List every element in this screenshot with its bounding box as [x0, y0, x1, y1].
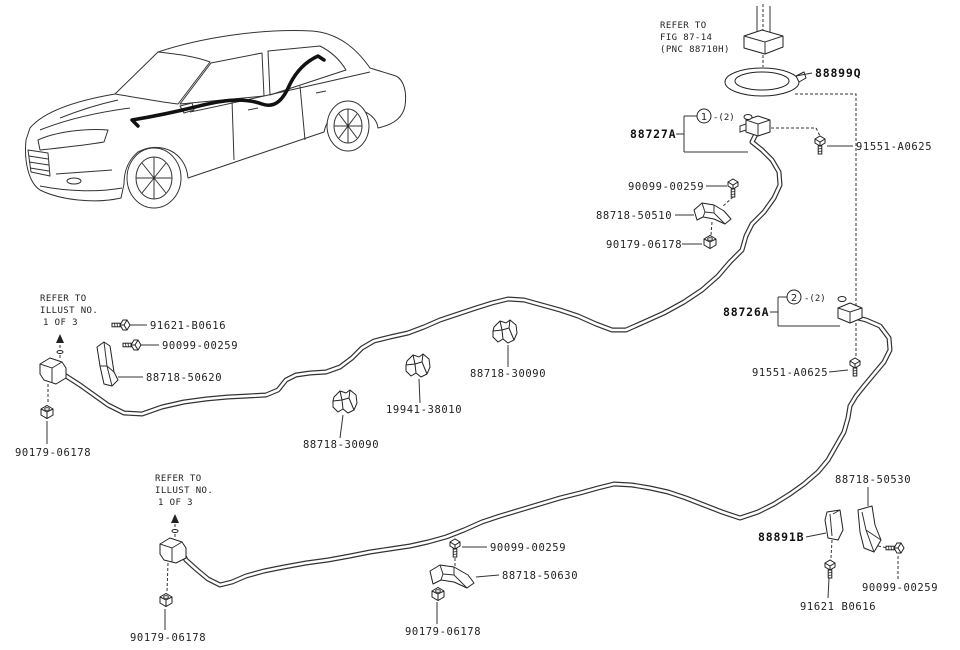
fog-light — [66, 177, 82, 185]
part-label-upper-bolt[interactable]: 90099-00259 — [628, 181, 704, 193]
upper-pipe — [63, 131, 783, 417]
headlight — [37, 129, 109, 151]
dashed-guide-ring-to-bolt — [795, 93, 857, 358]
group-marker-1-qty: -(2) — [713, 113, 735, 123]
upper-clamp-fitting — [739, 115, 771, 137]
vehicle-rear-side-window — [267, 45, 347, 96]
nut-90179-06178-bottom-left-icon — [159, 593, 173, 607]
pipe-end-fitting-left — [39, 357, 67, 385]
reference-note-line: ILLUST NO. — [40, 306, 98, 316]
front-bumper-lines — [39, 169, 123, 192]
clip-19941-38010-icon — [405, 353, 431, 378]
clamp-88718-50620 — [96, 341, 119, 387]
arrow-up-icon — [56, 334, 64, 358]
part-label-middle-clamp-assy[interactable]: 88726A — [723, 305, 769, 319]
rear-wheel — [326, 100, 370, 152]
wire-harness — [130, 54, 326, 128]
vehicle-illustration — [25, 30, 407, 209]
bolt-91621-b0616-right-icon — [824, 559, 836, 579]
part-label-left-bolt-b[interactable]: 91621-B0616 — [150, 320, 226, 332]
grommet-ring-88899Q — [724, 67, 807, 97]
reference-note-line: REFER TO — [155, 474, 202, 484]
part-label-upper-bolt-a[interactable]: 91551-A0625 — [856, 141, 932, 153]
vehicle-body-outline — [25, 30, 407, 202]
dashed-guide-right-bolt — [877, 545, 889, 549]
leader-lines — [46, 72, 899, 630]
clip-88718-30090-left-icon — [332, 389, 358, 414]
part-label-upper-clamp[interactable]: 88718-50510 — [596, 210, 672, 222]
dashed-guide-right-bolt-b — [830, 539, 833, 559]
reference-note-line: ILLUST NO. — [155, 486, 213, 496]
bolt-91551-a0625-upper-icon — [814, 135, 826, 155]
bracket-88891B — [824, 509, 844, 541]
part-label-grommet-ring[interactable]: 88899Q — [815, 66, 861, 80]
part-label-bottom-clamp[interactable]: 88718-50630 — [502, 570, 578, 582]
reference-note-left: REFER TO ILLUST NO. 1 OF 3 — [40, 294, 98, 328]
part-label-clip-left[interactable]: 88718-30090 — [303, 439, 379, 451]
part-label-left-nut[interactable]: 90179-06178 — [15, 447, 91, 459]
pipe-end-fitting-bottom-left — [159, 537, 187, 564]
reference-note-line: FIG 87-14 — [660, 33, 712, 43]
part-label-bottom-left-nut[interactable]: 90179-06178 — [130, 632, 206, 644]
dashed-guide-fitting-to-bolt — [771, 127, 821, 137]
reference-note-bottom: REFER TO ILLUST NO. 1 OF 3 — [155, 474, 213, 508]
dashed-guide-bottom-left-nut — [166, 562, 169, 593]
reference-note-line: REFER TO — [40, 294, 87, 304]
vehicle-windshield — [114, 51, 211, 105]
reference-note-line: 1 OF 3 — [158, 498, 193, 508]
front-wheel — [126, 147, 182, 209]
nut-90179-06178-left-icon — [40, 405, 54, 419]
part-label-bottom-bolt[interactable]: 90099-00259 — [490, 542, 566, 554]
group-marker-1-number: 1 — [701, 112, 707, 123]
group-marker-2-number: 2 — [791, 293, 797, 304]
part-label-bottom-nut[interactable]: 90179-06178 — [405, 626, 481, 638]
clamp-88718-50530 — [857, 505, 882, 553]
clip-88718-30090-right-icon — [492, 319, 518, 344]
vehicle-door-handles — [247, 90, 327, 111]
vehicle-door-lines — [189, 71, 371, 161]
bolt-90099-00259-left-icon — [122, 339, 142, 351]
part-label-right-bolt[interactable]: 90099-00259 — [862, 582, 938, 594]
part-label-clip-right[interactable]: 88718-30090 — [470, 368, 546, 380]
top-grommet-assembly — [743, 4, 784, 67]
arrow-up-icon — [171, 514, 179, 537]
reference-note-line: (PNC 88710H) — [660, 45, 730, 55]
bolt-91551-a0625-lower-icon — [849, 357, 861, 377]
reference-note-line: REFER TO — [660, 21, 707, 31]
bolt-90099-00259-bottom-icon — [449, 538, 461, 558]
clamp-88718-50630 — [429, 564, 475, 589]
middle-clamp-fitting — [837, 302, 863, 324]
part-label-upper-nut[interactable]: 90179-06178 — [606, 239, 682, 251]
nut-90179-06178-bottom-icon — [431, 587, 445, 601]
part-label-right-bolt-b[interactable]: 91621 B0616 — [800, 601, 876, 613]
part-label-right-clamp[interactable]: 88718-50530 — [835, 474, 911, 486]
vehicle-hood-lines — [39, 99, 131, 131]
part-label-right-bracket[interactable]: 88891B — [758, 530, 804, 544]
clamp-88718-50510 — [693, 202, 732, 225]
part-label-left-bolt[interactable]: 90099-00259 — [162, 340, 238, 352]
dashed-guide-upper-nut — [710, 221, 713, 236]
reference-note-fig: REFER TO FIG 87-14 (PNC 88710H) — [660, 21, 730, 55]
nut-90179-06178-upper-icon — [703, 235, 717, 249]
lower-pipe — [181, 315, 893, 588]
group-marker-2: 2 -(2) — [786, 289, 847, 305]
dashed-guide-upper-bolt — [721, 196, 734, 208]
group-marker-1: 1 -(2) — [696, 108, 753, 124]
bolt-90099-00259-upper-icon — [727, 178, 739, 198]
part-label-clip-center[interactable]: 19941-38010 — [386, 404, 462, 416]
bolt-90099-00259-right-icon — [885, 542, 905, 554]
group-marker-2-qty: -(2) — [804, 294, 826, 304]
part-label-middle-bolt-a[interactable]: 91551-A0625 — [752, 367, 828, 379]
part-callouts: 88899Q 88727A 91551-A0625 90099-00259 88… — [15, 66, 938, 644]
part-label-left-clamp[interactable]: 88718-50620 — [146, 372, 222, 384]
bolt-91621-b0616-left-icon — [111, 319, 131, 331]
reference-note-line: 1 OF 3 — [43, 318, 78, 328]
grille-bars — [28, 155, 50, 172]
part-label-upper-clamp-assy[interactable]: 88727A — [630, 127, 676, 141]
